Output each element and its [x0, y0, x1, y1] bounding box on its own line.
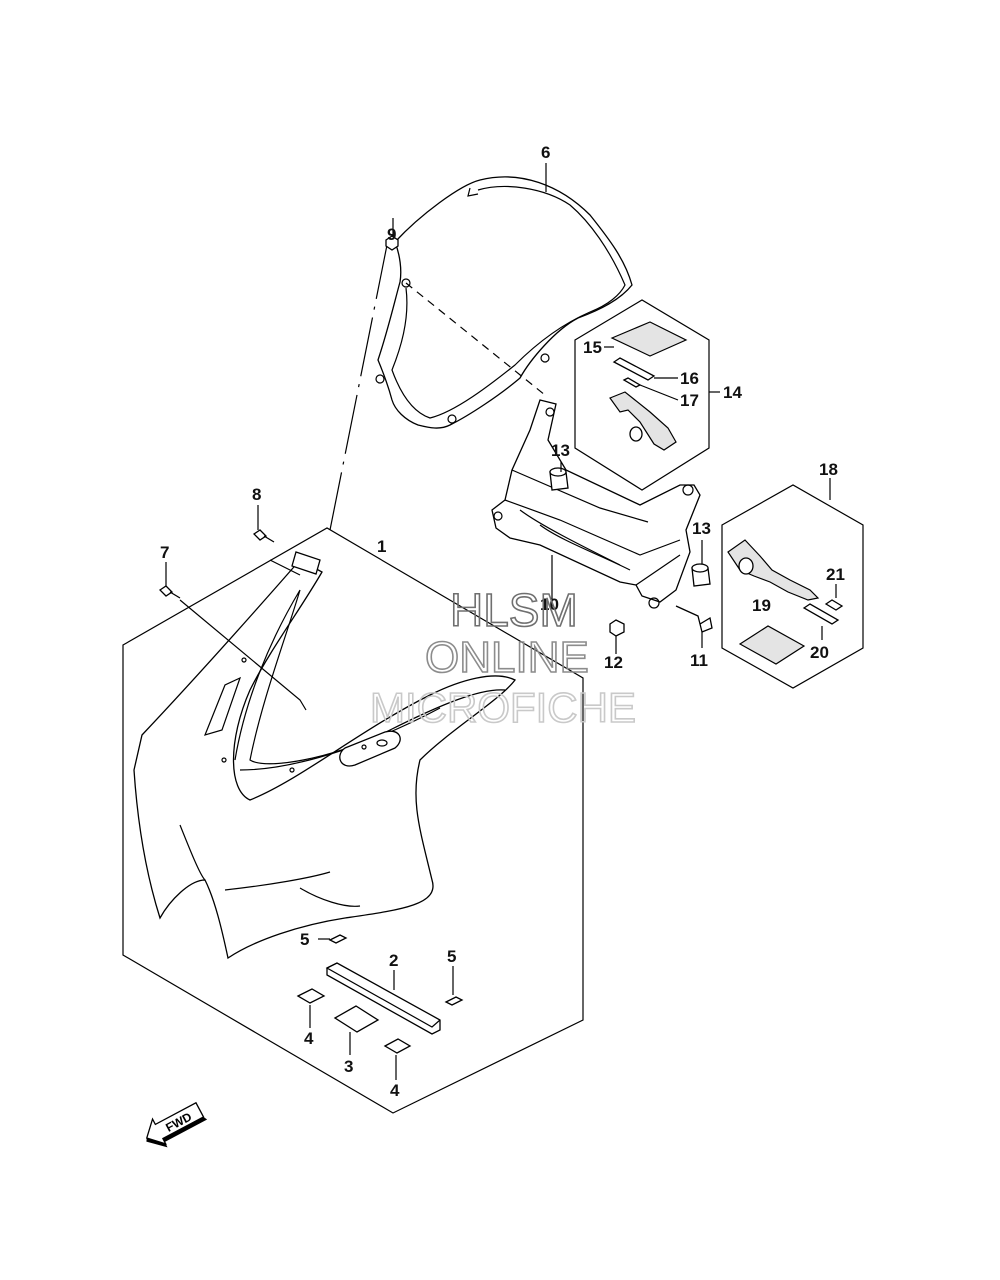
screw-8[interactable]	[252, 529, 275, 543]
cowling-group	[122, 527, 584, 1114]
callout-10: 10	[540, 595, 559, 614]
part-15-sheet[interactable]	[610, 321, 688, 357]
part-4-pad-right[interactable]	[383, 1038, 412, 1054]
kit-18-group	[721, 478, 864, 689]
part-19-sheet[interactable]	[738, 625, 806, 665]
part-20-strip[interactable]	[802, 603, 840, 625]
callout-4b: 4	[390, 1081, 400, 1100]
part-16-strip[interactable]	[612, 357, 656, 381]
callout-17: 17	[680, 391, 699, 410]
callout-3: 3	[344, 1057, 353, 1076]
callout-14: 14	[723, 383, 742, 402]
part-14-bracket[interactable]	[609, 391, 677, 451]
callout-16: 16	[680, 369, 699, 388]
fwd-arrow: FWD	[145, 1101, 208, 1148]
bolt-11[interactable]	[675, 605, 713, 633]
kit-18-box	[721, 484, 864, 689]
callout-18: 18	[819, 460, 838, 479]
part-4-pad-left[interactable]	[296, 988, 326, 1004]
cowling-group-box	[122, 527, 584, 1114]
windscreen[interactable]	[377, 176, 633, 429]
watermark-line3: MICROFICHE	[370, 684, 636, 731]
part-21-tab[interactable]	[824, 599, 844, 611]
upper-cowling[interactable]	[133, 559, 516, 960]
callout-13a: 13	[551, 441, 570, 460]
watermark-line2: ONLINE	[425, 633, 589, 682]
small-parts	[296, 934, 464, 1080]
callout-5a: 5	[300, 930, 309, 949]
callout-5b: 5	[447, 947, 456, 966]
callout-2: 2	[389, 951, 398, 970]
watermark-line1: HLSM	[450, 584, 578, 636]
bracket-group	[491, 399, 701, 609]
kit-14-box	[574, 299, 710, 491]
callout-13b: 13	[692, 519, 711, 538]
fwd-arrow-icon	[145, 1101, 205, 1145]
part-17-tab[interactable]	[622, 377, 642, 388]
callout-19: 19	[752, 596, 771, 615]
callout-12: 12	[604, 653, 623, 672]
watermark: HLSM ONLINE MICROFICHE	[369, 583, 637, 732]
part-5-tape-right[interactable]	[444, 996, 464, 1006]
callout-15: 15	[583, 338, 602, 357]
windscreen-group	[329, 163, 633, 531]
part-5-tape-left[interactable]	[328, 934, 348, 944]
part-18-bracket[interactable]	[727, 539, 820, 601]
part-3-pad[interactable]	[333, 1005, 380, 1033]
cowling-intake	[339, 730, 401, 767]
cowling-tab	[291, 551, 321, 575]
callout-4a: 4	[304, 1029, 314, 1048]
nut-12[interactable]	[609, 619, 625, 637]
fasteners	[549, 462, 713, 654]
callout-6: 6	[541, 143, 550, 162]
kit-14-group	[574, 299, 720, 491]
nut-9[interactable]	[385, 218, 399, 251]
screws	[158, 505, 275, 599]
callout-11: 11	[690, 651, 708, 670]
callout-9: 9	[387, 225, 396, 244]
callout-1: 1	[377, 537, 386, 556]
screw-7[interactable]	[158, 585, 181, 599]
callout-labels: 1 2 3 4 4 5 5 6 7 8 9 10 11 12 13 13 14 …	[160, 143, 845, 1100]
callout-21: 21	[826, 565, 845, 584]
callout-8: 8	[252, 485, 261, 504]
callout-20: 20	[810, 643, 829, 662]
callout-7: 7	[160, 543, 169, 562]
